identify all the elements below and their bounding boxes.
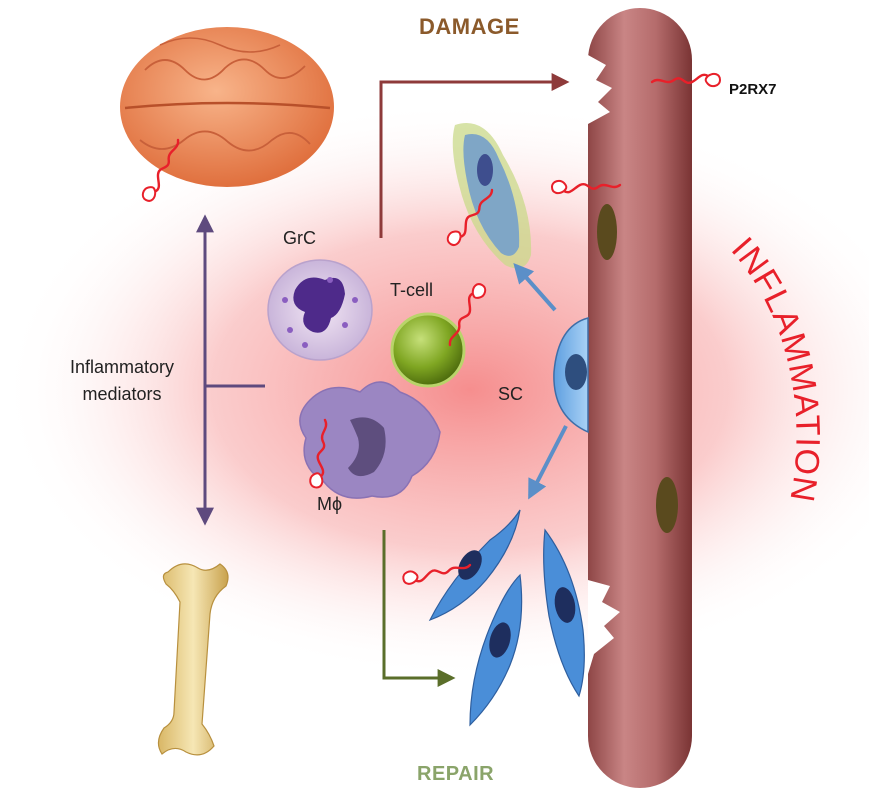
muscle-fiber <box>588 8 692 788</box>
damage-label: DAMAGE <box>419 14 520 39</box>
mediators-label-line1: Inflammatory <box>69 357 175 377</box>
myoblasts <box>401 509 585 727</box>
repair-arrow <box>382 530 456 687</box>
brain-image <box>120 27 334 205</box>
sc-label: SC <box>498 384 524 404</box>
grc-cell <box>267 259 373 361</box>
p2rx7-label: P2RX7 <box>729 81 777 98</box>
grc-label: GrC <box>283 228 316 248</box>
bone-image <box>157 563 229 756</box>
repair-label: REPAIR <box>417 763 495 785</box>
sc-arrow-down <box>528 425 568 500</box>
mediators-label: Inflammatory mediators <box>48 354 196 408</box>
satellite-cell <box>553 317 589 434</box>
tcell-label: T-cell <box>390 280 434 300</box>
damaged-cell <box>443 123 532 269</box>
macrophage-label: Mϕ <box>317 494 343 514</box>
mediators-label-line2: mediators <box>82 384 162 404</box>
macrophage-cell <box>299 381 441 499</box>
damage-arrow <box>379 73 570 238</box>
tcell <box>390 280 489 388</box>
sc-arrow-up <box>513 263 557 312</box>
mediators-arrow <box>196 214 265 526</box>
